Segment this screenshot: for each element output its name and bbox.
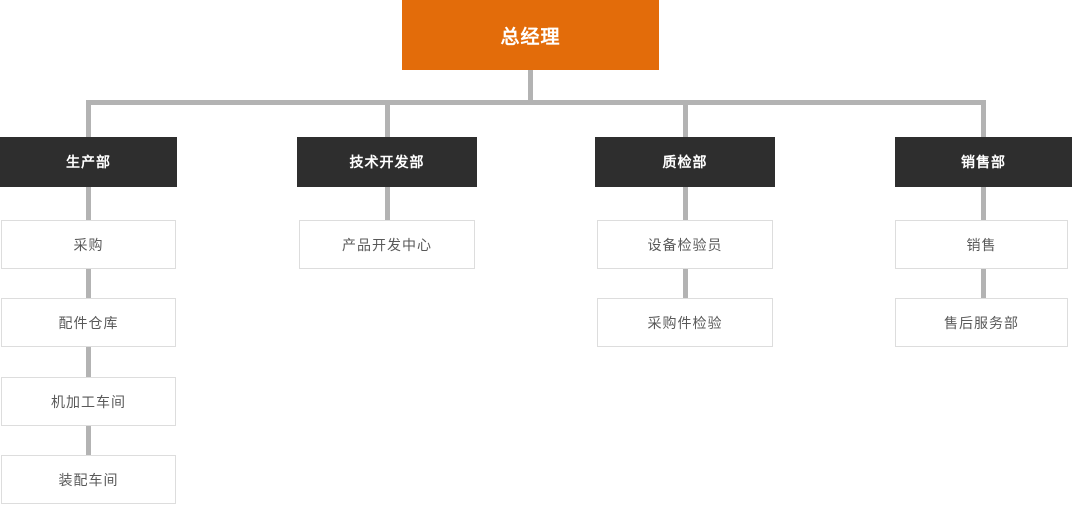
connector-warehouse-machining bbox=[86, 347, 91, 377]
connector-inspector-parts bbox=[683, 269, 688, 298]
connector-production-child bbox=[86, 187, 91, 220]
node-general-manager: 总经理 bbox=[402, 0, 659, 70]
node-purchasing: 采购 bbox=[1, 220, 176, 269]
node-dept-quality-inspection: 质检部 bbox=[595, 137, 775, 187]
connector-to-dept-quality bbox=[683, 105, 688, 137]
node-equipment-inspector: 设备检验员 bbox=[597, 220, 773, 269]
connector-to-dept-production bbox=[86, 105, 91, 137]
connector-main-horizontal bbox=[86, 100, 986, 105]
node-assembly-workshop: 装配车间 bbox=[1, 455, 176, 504]
connector-purchasing-warehouse bbox=[86, 269, 91, 298]
connector-machining-assembly bbox=[86, 426, 91, 455]
connector-root-drop bbox=[528, 70, 533, 100]
connector-to-dept-tech bbox=[385, 105, 390, 137]
connector-sales-child bbox=[981, 187, 986, 220]
node-sales: 销售 bbox=[895, 220, 1068, 269]
node-purchased-parts-inspection: 采购件检验 bbox=[597, 298, 773, 347]
connector-quality-child bbox=[683, 187, 688, 220]
node-dept-production: 生产部 bbox=[0, 137, 177, 187]
connector-tech-child bbox=[385, 187, 390, 220]
node-dept-sales: 销售部 bbox=[895, 137, 1072, 187]
connector-sales-aftersales bbox=[981, 269, 986, 298]
node-dept-tech-development: 技术开发部 bbox=[297, 137, 477, 187]
node-product-development-center: 产品开发中心 bbox=[299, 220, 475, 269]
node-after-sales-service: 售后服务部 bbox=[895, 298, 1068, 347]
node-parts-warehouse: 配件仓库 bbox=[1, 298, 176, 347]
connector-to-dept-sales bbox=[981, 105, 986, 137]
node-machining-workshop: 机加工车间 bbox=[1, 377, 176, 426]
